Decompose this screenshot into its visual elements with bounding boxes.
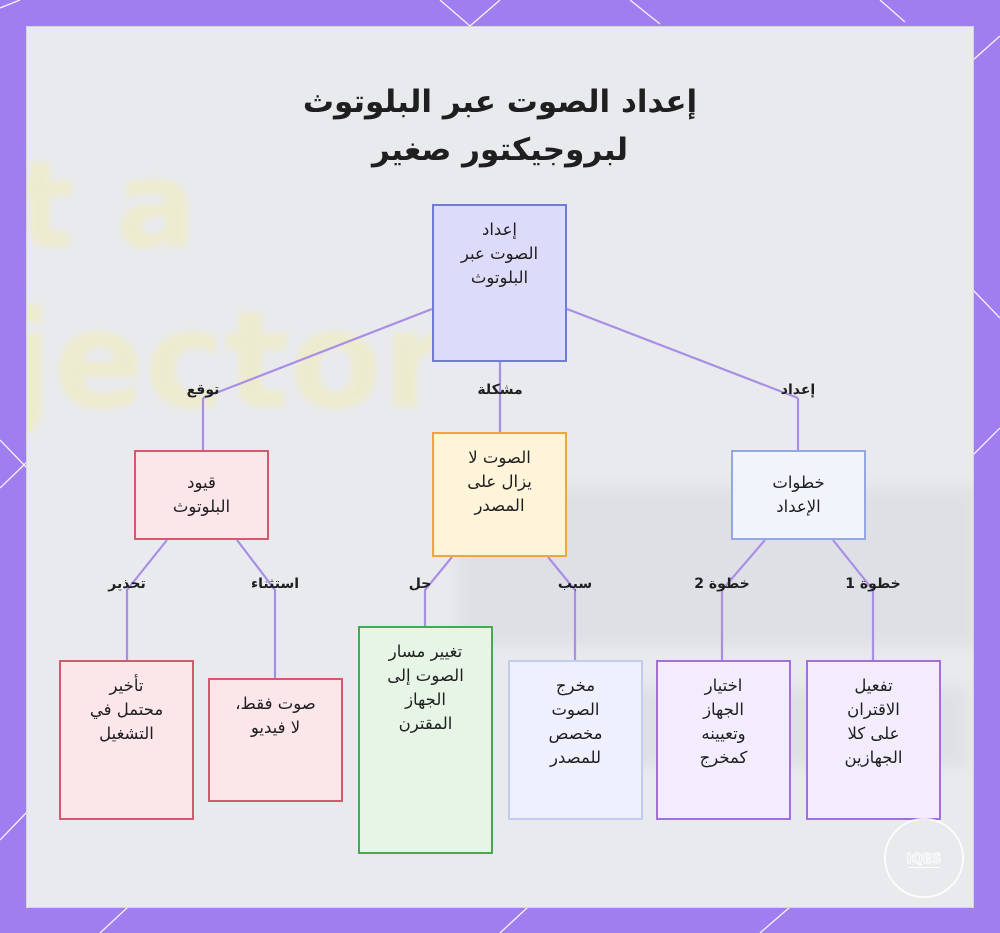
edge-label-reason: سبب — [557, 576, 593, 592]
edge-label-expect: توقع — [186, 382, 220, 398]
connector — [720, 539, 766, 660]
node-line: تفعيل — [854, 676, 893, 695]
node-audio-only: صوت فقط، لا فيديو — [208, 678, 343, 802]
node-dedicated-output: مخرج الصوت مخصص للمصدر — [508, 660, 643, 820]
node-line: التشغيل — [99, 724, 154, 743]
node-select-device: اختيار الجهاز وتعيينه كمخرج — [656, 660, 791, 820]
node-bluetooth-limits: قيود البلوتوث — [134, 450, 269, 540]
logo-icon: IQES — [906, 851, 942, 868]
title-line: لبروجيكتور صغير — [372, 132, 628, 168]
title-line: إعداد الصوت عبر البلوتوث — [302, 84, 698, 120]
background-word: jector — [27, 282, 449, 439]
connector — [423, 556, 453, 626]
node-line: المقترن — [398, 714, 453, 733]
edge-label-exception: استثناء — [250, 576, 300, 592]
diagram-title: إعداد الصوت عبر البلوتوث لبروجيكتور صغير — [27, 78, 973, 174]
connector — [547, 556, 577, 660]
node-line: الجهازين — [844, 748, 903, 767]
edge-label-setup: إعداد — [780, 382, 816, 398]
node-line: وتعيينه — [701, 724, 746, 743]
watermark-logo: IQES — [884, 818, 964, 898]
node-line: الصوت إلى — [387, 666, 464, 685]
node-line: الإعداد — [776, 497, 821, 516]
node-line: يزال على — [467, 472, 532, 491]
node-line: الصوت — [551, 700, 600, 719]
node-line: للمصدر — [550, 748, 601, 767]
edge-label-warning: تحذير — [108, 576, 146, 592]
node-playback-delay: تأخير محتمل في التشغيل — [59, 660, 194, 820]
node-line: مخرج — [555, 676, 596, 695]
connector — [125, 539, 168, 660]
node-setup-steps: خطوات الإعداد — [731, 450, 866, 540]
node-line: كمخرج — [699, 748, 748, 767]
node-line: صوت فقط، — [235, 694, 316, 713]
node-line: الجهاز — [703, 700, 744, 719]
node-line: مخصص — [548, 724, 603, 743]
node-line: الصوت لا — [468, 448, 531, 467]
node-problem: الصوت لا يزال على المصدر — [432, 432, 567, 557]
edge-label-solution: حل — [408, 576, 432, 592]
node-line: على كلا — [847, 724, 900, 743]
connector — [236, 539, 277, 678]
node-enable-pairing: تفعيل الاقتران على كلا الجهازين — [806, 660, 941, 820]
edge-label-problem: مشكلة — [477, 382, 523, 398]
node-reroute-audio: تغيير مسار الصوت إلى الجهاز المقترن — [358, 626, 493, 854]
node-line: البلوتوث — [470, 268, 529, 287]
node-line: محتمل في — [89, 700, 164, 719]
node-line: لا فيديو — [250, 718, 301, 737]
connector — [202, 307, 433, 400]
node-line: الجهاز — [405, 690, 446, 709]
node-line: البلوتوث — [172, 497, 231, 516]
edge-label-step1: خطوة 1 — [845, 576, 901, 592]
logo-text: IQES — [907, 852, 942, 867]
connector — [832, 539, 875, 660]
node-line: خطوات — [772, 473, 825, 492]
node-line: المصدر — [474, 496, 525, 515]
node-line: تأخير — [109, 676, 144, 695]
node-line: الاقتران — [847, 700, 900, 719]
node-line: قيود — [187, 473, 216, 492]
node-root: إعداد الصوت عبر البلوتوث — [432, 204, 567, 362]
edge-label-step2: خطوة 2 — [694, 576, 750, 592]
connector — [566, 307, 799, 400]
background-word: t a — [27, 137, 198, 276]
node-line: إعداد — [481, 220, 518, 239]
node-line: الصوت عبر — [460, 244, 539, 263]
node-line: اختيار — [704, 676, 743, 695]
node-line: تغيير مسار — [388, 642, 463, 661]
